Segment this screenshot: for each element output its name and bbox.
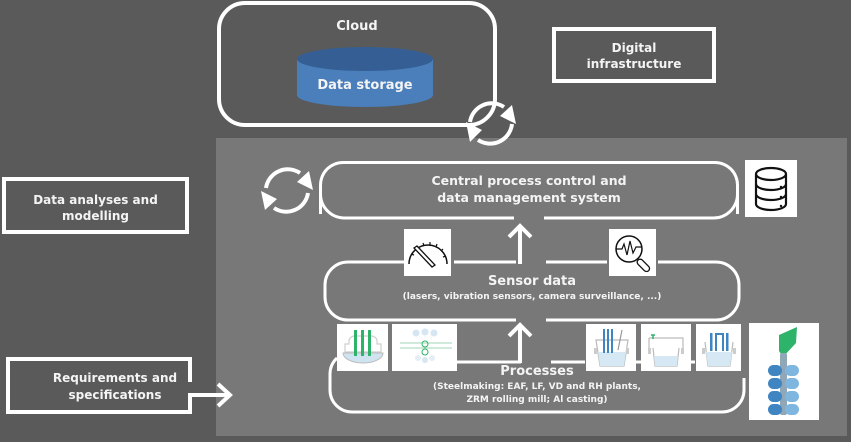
- data-analyses-label-2: modelling: [62, 209, 129, 223]
- arrow-up-processes-to-sensor: [507, 322, 533, 363]
- eaf-furnace-icon: [337, 324, 388, 371]
- ladle-furnace-icon: [586, 324, 636, 371]
- sensor-title: Sensor data: [487, 274, 577, 289]
- rh-plant-icon: [696, 324, 741, 371]
- cloud-sync-icon: [466, 101, 516, 146]
- signal-magnifier-icon: [609, 229, 656, 276]
- casting-icon: [749, 323, 819, 420]
- requirements-label-2: specifications: [68, 388, 162, 402]
- vacuum-degasser-icon: [641, 324, 691, 371]
- digital-infrastructure-label-1: Digital: [611, 41, 657, 55]
- data-analyses-label-1: Data analyses and: [33, 193, 158, 207]
- cloud-box: Cloud Data storage: [217, 1, 497, 127]
- processes-subtitle-1: (Steelmaking: EAF, LF, VD and RH plants,: [433, 382, 641, 392]
- processes-title: Processes: [500, 364, 574, 379]
- sensor-subtitle: (lasers, vibration sensors, camera surve…: [402, 292, 662, 302]
- cloud-label: Cloud: [336, 19, 378, 34]
- gauge-icon: [404, 229, 451, 276]
- digital-infrastructure-box: Digital infrastructure: [552, 27, 716, 83]
- central-label-1: Central process control and: [431, 173, 627, 188]
- central-sync-icon: [261, 167, 313, 214]
- database-icon: [745, 160, 797, 217]
- processes-subtitle-2: ZRM rolling mill; Al casting): [466, 395, 608, 405]
- requirements-label-1: Requirements and: [52, 371, 178, 385]
- data-storage-label: Data storage: [317, 78, 413, 93]
- processes-box: [328, 356, 746, 414]
- data-analyses-box: Data analyses and modelling: [2, 177, 189, 234]
- sensor-data-box: [323, 260, 741, 322]
- central-control-box-bottom: [319, 190, 739, 220]
- rolling-mill-icon: [392, 324, 457, 371]
- central-control-box: [319, 161, 739, 214]
- central-label-2: data management system: [437, 190, 621, 205]
- digital-infrastructure-label-2: infrastructure: [586, 57, 682, 71]
- arrow-up-sensor-to-central: [507, 223, 533, 264]
- data-storage-cylinder: [297, 47, 433, 107]
- requirements-frame: [6, 357, 233, 414]
